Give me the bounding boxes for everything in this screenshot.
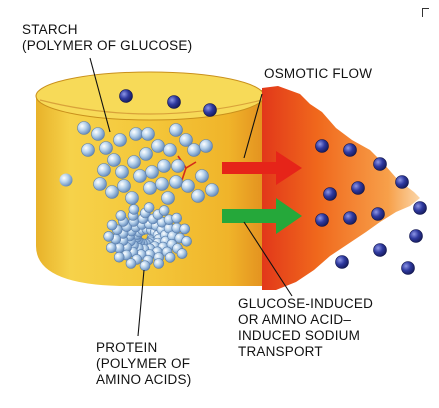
glucose-bead: [161, 191, 175, 205]
protein-bead: [158, 205, 170, 216]
sodium-bead: [371, 207, 385, 221]
glucose-bead: [77, 121, 91, 135]
glucose-bead: [93, 177, 107, 191]
glucose-bead: [127, 155, 141, 169]
sodium-bead: [167, 95, 181, 109]
glucose-bead: [155, 177, 169, 191]
starch-leader-line: [89, 57, 111, 133]
sodium-bead: [409, 229, 423, 243]
glucose-bead: [133, 169, 147, 183]
transport-leader-line: [243, 221, 293, 297]
arrow-right-icon: [222, 151, 302, 185]
glucose-bead: [195, 169, 209, 183]
glucose-bead: [139, 147, 153, 161]
protein-bead: [181, 236, 192, 247]
protein-label-line1: PROTEIN: [96, 340, 158, 355]
transport-label-line1: GLUCOSE-INDUCED: [238, 296, 374, 311]
glucose-bead: [157, 159, 171, 173]
glucose-bead: [143, 181, 157, 195]
osmotic-flow-label: OSMOTIC FLOW: [264, 66, 372, 82]
glucose-bead: [81, 143, 95, 157]
starch-label-line1: STARCH: [22, 22, 78, 37]
osmotic-leader-line: [243, 93, 263, 159]
transport-label-line2: OR AMINO ACID–: [238, 312, 352, 327]
sodium-bead: [315, 213, 329, 227]
glucose-bead: [117, 179, 131, 193]
sodium-bead: [351, 181, 365, 195]
glucose-bead: [107, 153, 121, 167]
osmotic-flow-arrow: [222, 151, 302, 185]
protein-label-line3: AMINO ACIDS): [96, 372, 192, 387]
glucose-bead: [205, 183, 219, 197]
sodium-bead: [401, 261, 415, 275]
sodium-beads: [119, 89, 427, 275]
protein-bead: [139, 260, 151, 272]
tube-opening: [35, 71, 265, 121]
protein-bead: [153, 258, 164, 269]
glucose-bead: [91, 127, 105, 141]
starch-label: STARCH (POLYMER OF GLUCOSE): [22, 22, 192, 54]
transport-arrow: [222, 198, 302, 234]
glucose-bead: [97, 163, 111, 177]
sodium-bead: [343, 143, 357, 157]
sodium-bead: [323, 187, 337, 201]
sodium-bead: [335, 255, 349, 269]
transport-label-line3: INDUCED SODIUM: [238, 328, 361, 343]
starch-glucose-beads: [77, 121, 219, 205]
glucose-bead: [181, 179, 195, 193]
protein-label: PROTEIN (POLYMER OF AMINO ACIDS): [96, 340, 191, 388]
glucose-bead: [115, 165, 129, 179]
tube-inner-rim: [39, 99, 263, 115]
sodium-bead: [119, 89, 133, 103]
glucose-bead: [105, 185, 119, 199]
glucose-bead: [179, 133, 193, 147]
glucose-bead: [199, 139, 213, 153]
protein-label-line2: (POLYMER OF: [96, 356, 191, 371]
sodium-bead: [315, 139, 329, 153]
sodium-bead: [413, 201, 427, 215]
corner-mark: [422, 8, 429, 17]
protein-bead: [115, 210, 127, 221]
sodium-bead: [373, 243, 387, 257]
osmotic-label-line1: OSMOTIC FLOW: [264, 66, 373, 81]
transport-label: GLUCOSE-INDUCED OR AMINO ACID– INDUCED S…: [238, 296, 373, 360]
protein-bead: [143, 202, 155, 213]
glucose-bead: [187, 143, 201, 157]
protein-bead: [128, 204, 140, 215]
glucose-bead: [99, 141, 113, 155]
protein-bead: [106, 242, 117, 253]
glucose-bead: [191, 189, 205, 203]
protein-bead: [106, 219, 118, 231]
glucose-bead: [163, 143, 177, 157]
glucose-bead: [171, 159, 185, 173]
glucose-bead: [141, 127, 155, 141]
free-glucose-bead: [59, 173, 73, 187]
protein-bead: [171, 212, 182, 224]
protein-bead: [113, 251, 125, 263]
sodium-bead: [343, 211, 357, 225]
glucose-bead: [145, 165, 159, 179]
protein-bead: [179, 223, 190, 235]
transport-label-line4: TRANSPORT: [238, 344, 323, 359]
glucose-bead: [125, 191, 139, 205]
glucose-bead: [113, 133, 127, 147]
starch-label-line2: (POLYMER OF GLUCOSE): [22, 38, 193, 53]
glucose-bead: [169, 123, 183, 137]
glucose-bead: [129, 127, 143, 141]
protein-coil: [103, 202, 192, 272]
sodium-bead: [395, 175, 409, 189]
glucose-bead: [151, 139, 165, 153]
protein-leader-line: [137, 269, 145, 337]
protein-bead: [125, 258, 137, 269]
sodium-bead: [373, 157, 387, 171]
protein-bead: [103, 231, 114, 242]
arrow-right-icon: [222, 198, 302, 234]
protein-bead: [164, 252, 176, 263]
osmotic-flow-cloud: [262, 86, 420, 290]
protein-bead: [176, 248, 188, 259]
sodium-bead: [203, 103, 217, 117]
glucose-bead: [169, 175, 183, 189]
